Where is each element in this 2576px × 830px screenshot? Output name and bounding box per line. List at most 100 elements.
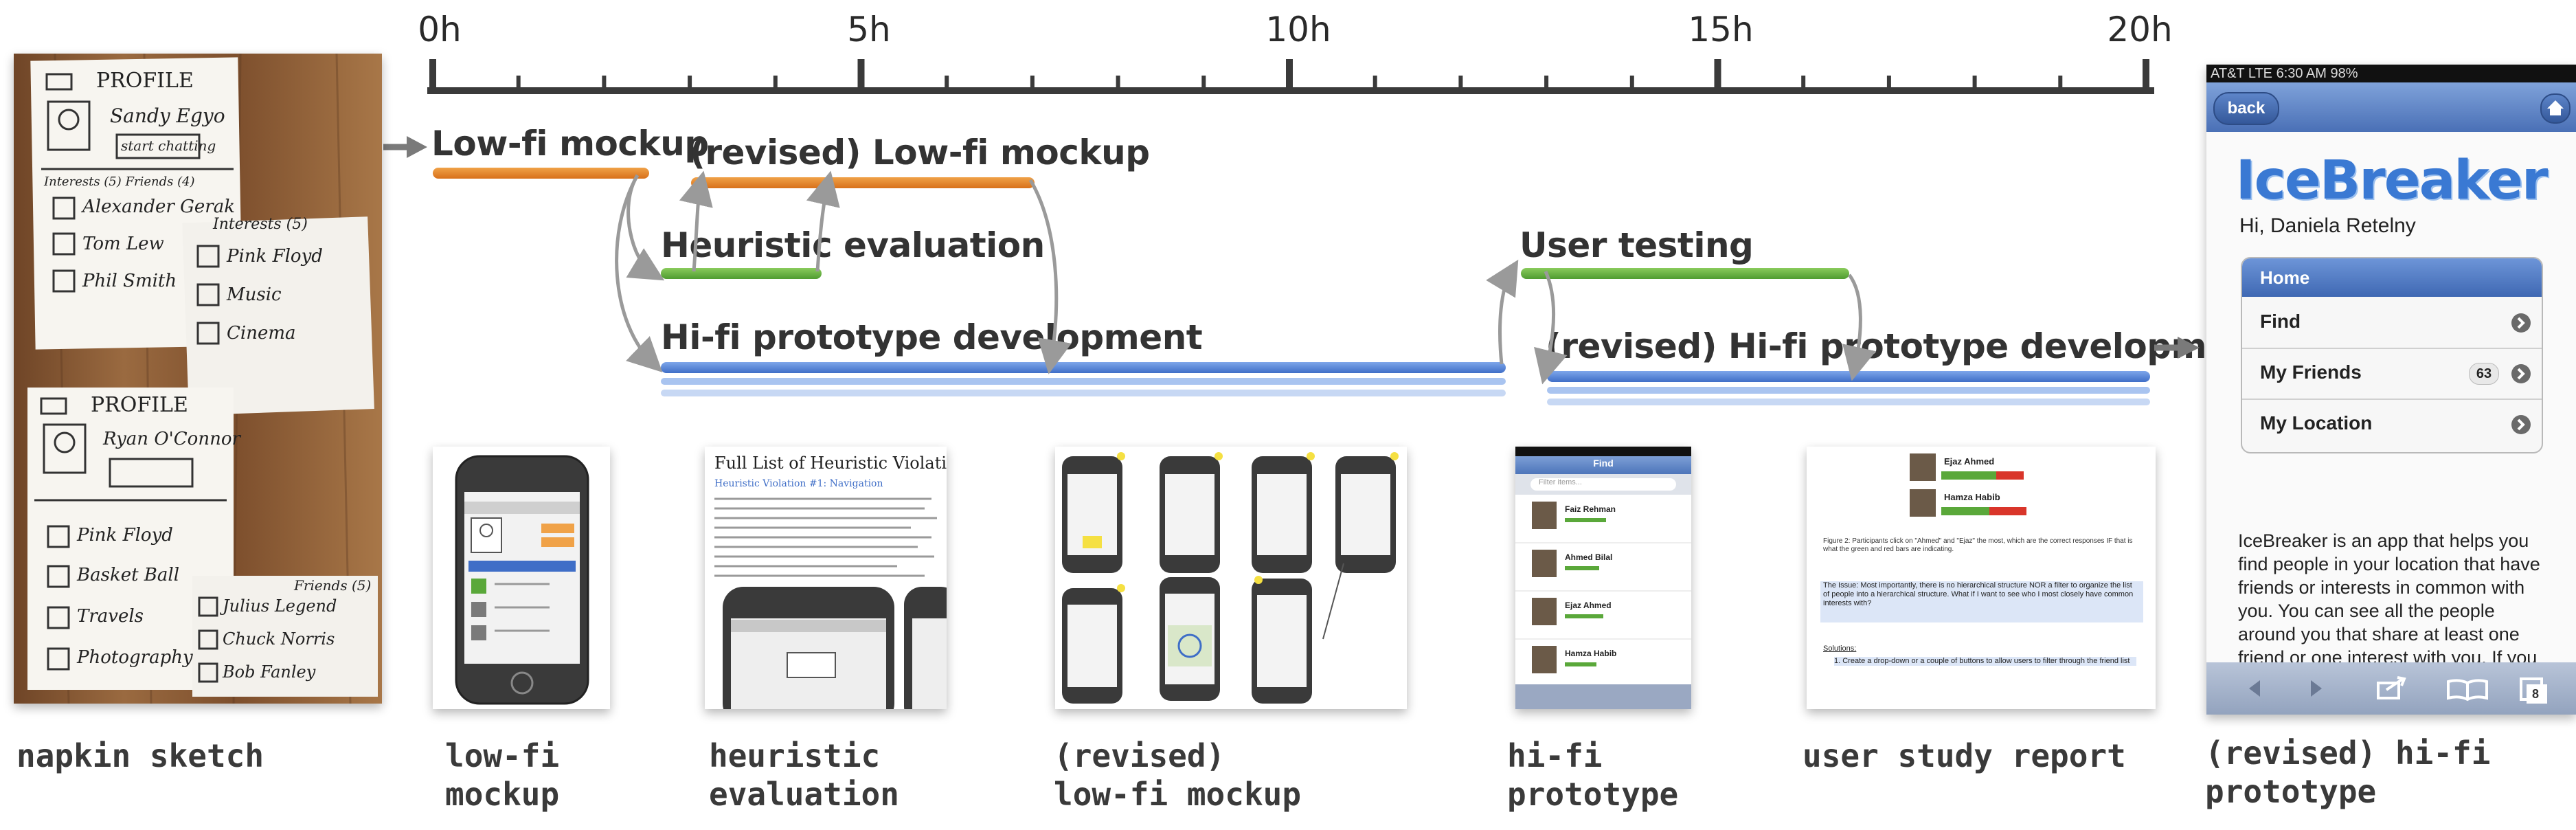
hifi-thumb-person-3: Ejaz Ahmed xyxy=(1565,601,1612,610)
heuristic-doc-title: Full List of Heuristic Violations xyxy=(714,453,947,473)
napkin-card2-name: Ryan O'Connor xyxy=(103,429,240,449)
app-logo: IceBreaker xyxy=(2235,150,2549,212)
report-name-1: Ejaz Ahmed xyxy=(1944,456,1995,467)
caption-lowfi-line2: mockup xyxy=(445,776,560,813)
task-label-heuristic-evaluation: Heuristic evaluation xyxy=(661,225,1045,265)
tick-label-15h: 15h xyxy=(1688,10,1754,49)
hifi-prototype-thumbnail: Find Filter items... Faiz Rehman Ahmed B… xyxy=(1515,447,1691,709)
task-label-lowfi-mockup: Low-fi mockup xyxy=(431,124,709,164)
menu-item-my-location-label: My Location xyxy=(2260,412,2373,434)
bar-revised-hifi-shadow-1 xyxy=(1547,387,2150,394)
revised-lowfi-mockup-thumbnail xyxy=(1055,447,1407,709)
napkin-card1-item-3: Phil Smith xyxy=(82,271,177,291)
user-study-report-thumbnail: Ejaz Ahmed Hamza Habib Figure 2: Partici… xyxy=(1807,447,2156,709)
napkin-card1-name: Sandy Egyo xyxy=(110,104,225,127)
home-button[interactable] xyxy=(2540,93,2571,124)
napkin-interests-item-1: Pink Floyd xyxy=(227,246,323,267)
chevron-right-icon xyxy=(2511,313,2531,333)
report-issue: The Issue: Most importantly, there is no… xyxy=(1823,581,2134,607)
caption-lowfi-line1: low-fi xyxy=(445,737,560,774)
task-label-user-testing: User testing xyxy=(1519,225,1754,265)
caption-revised-hifi-line1: (revised) hi-fi xyxy=(2205,734,2491,772)
report-figure-caption: Figure 2: Participants click on "Ahmed" … xyxy=(1823,537,2133,553)
exit-arrow-icon xyxy=(2154,337,2200,359)
caption-heuristic-line2: evaluation xyxy=(709,776,899,813)
napkin-card2-item-1: Pink Floyd xyxy=(77,525,173,546)
friends-count-badge: 63 xyxy=(2469,363,2499,385)
report-solutions: Solutions: xyxy=(1823,644,1857,653)
bar-hifi-shadow-1 xyxy=(661,378,1506,385)
bookmarks-icon[interactable] xyxy=(2447,679,2488,702)
tabs-count: 8 xyxy=(2532,687,2540,701)
napkin-interests-item-2: Music xyxy=(227,284,282,305)
napkin-sketch-photo: PROFILE Sandy Egyo start chatting Intere… xyxy=(14,54,382,704)
bar-revised-hifi-shadow-2 xyxy=(1547,399,2150,405)
lowfi-mockup-thumbnail xyxy=(433,447,610,709)
napkin-card2-title: PROFILE xyxy=(91,393,188,417)
timeline-axis: 0h 5h 10h 15h 20h xyxy=(418,0,2173,103)
tick-label-10h: 10h xyxy=(1265,10,1331,49)
chevron-right-icon xyxy=(2511,364,2531,383)
caption-user-study-report: user study report xyxy=(1803,737,2126,774)
napkin-card1-title: PROFILE xyxy=(96,69,194,93)
main-menu: Home Find My Friends 63 My Location xyxy=(2241,257,2543,453)
caption-revised-lowfi-line2: low-fi mockup xyxy=(1054,776,1302,813)
menu-item-find-label: Find xyxy=(2260,311,2301,332)
home-icon xyxy=(2547,100,2564,115)
napkin-friends-item-1: Julius Legend xyxy=(223,596,337,616)
napkin-card1-button: start chatting xyxy=(121,137,216,154)
back-button[interactable]: back xyxy=(2213,92,2279,125)
caption-hifi-line1: hi-fi xyxy=(1507,737,1603,774)
tabs-icon[interactable] xyxy=(2520,677,2547,704)
napkin-card1-item-2: Tom Lew xyxy=(82,234,164,254)
heuristic-evaluation-thumbnail: Full List of Heuristic Violations Heuris… xyxy=(705,447,947,709)
bar-heuristic-evaluation xyxy=(661,268,822,279)
caption-napkin-sketch: napkin sketch xyxy=(16,737,264,774)
menu-item-my-location[interactable]: My Location xyxy=(2242,399,2542,449)
tick-label-20h: 20h xyxy=(2107,10,2173,49)
axis-ruler xyxy=(427,59,2154,94)
bar-hifi-shadow-2 xyxy=(661,390,1506,396)
phone-nav-bar: back xyxy=(2206,82,2576,132)
bar-revised-lowfi-mockup xyxy=(691,177,1035,188)
napkin-card1-item-1: Alexander Gerak xyxy=(82,197,235,217)
hifi-thumb-person-2: Ahmed Bilal xyxy=(1565,552,1613,562)
report-solution-1: 1. Create a drop-down or a couple of but… xyxy=(1834,657,2136,666)
bar-lowfi-mockup xyxy=(433,168,649,179)
task-label-revised-hifi-prototype-development: (revised) Hi-fi prototype development xyxy=(1546,326,2270,366)
hifi-thumb-person-4: Hamza Habib xyxy=(1565,649,1617,658)
phone-status-bar: AT&T LTE 6:30 AM 98% xyxy=(2206,65,2576,82)
menu-home-header[interactable]: Home xyxy=(2242,258,2542,297)
app-description: IceBreaker is an app that helps you find… xyxy=(2238,530,2540,662)
report-name-2: Hamza Habib xyxy=(1944,492,2000,502)
napkin-friends-title: Friends (5) xyxy=(294,577,372,594)
caption-heuristic-line1: heuristic xyxy=(709,737,881,774)
menu-item-find[interactable]: Find xyxy=(2242,297,2542,349)
heuristic-doc-subtitle: Heuristic Violation #1: Navigation xyxy=(714,478,883,489)
tick-label-0h: 0h xyxy=(418,10,462,49)
bar-hifi-prototype-development xyxy=(661,362,1506,373)
napkin-friends-item-3: Bob Fanley xyxy=(223,662,316,682)
entry-arrow-icon xyxy=(383,136,427,158)
menu-item-my-friends-label: My Friends xyxy=(2260,361,2362,383)
hifi-thumb-search: Filter items... xyxy=(1530,478,1676,491)
bar-user-testing xyxy=(1521,268,1849,279)
task-label-hifi-prototype-development: Hi-fi prototype development xyxy=(661,317,1203,357)
hifi-thumb-person-1: Faiz Rehman xyxy=(1565,504,1616,514)
napkin-interests-title: Interests (5) xyxy=(213,216,308,233)
revised-hifi-phone-screen: AT&T LTE 6:30 AM 98% back IceBreaker Hi,… xyxy=(2206,65,2576,715)
safari-toolbar: 8 xyxy=(2206,662,2576,715)
browser-back-icon[interactable] xyxy=(2249,680,2260,697)
menu-item-my-friends[interactable]: My Friends 63 xyxy=(2242,348,2542,400)
browser-forward-icon[interactable] xyxy=(2311,680,2322,697)
share-icon[interactable] xyxy=(2377,676,2406,699)
chevron-right-icon xyxy=(2511,415,2531,434)
napkin-card1-tabs: Interests (5) Friends (4) xyxy=(44,175,195,189)
napkin-friends-item-2: Chuck Norris xyxy=(223,629,335,649)
caption-revised-lowfi-line1: (revised) xyxy=(1054,737,1225,774)
dependency-arrows xyxy=(615,170,1876,385)
caption-hifi-line2: prototype xyxy=(1507,776,1679,813)
task-label-revised-lowfi-mockup: (revised) Low-fi mockup xyxy=(690,133,1150,172)
napkin-card2-item-4: Photography xyxy=(77,647,193,668)
napkin-interests-item-3: Cinema xyxy=(227,323,296,344)
